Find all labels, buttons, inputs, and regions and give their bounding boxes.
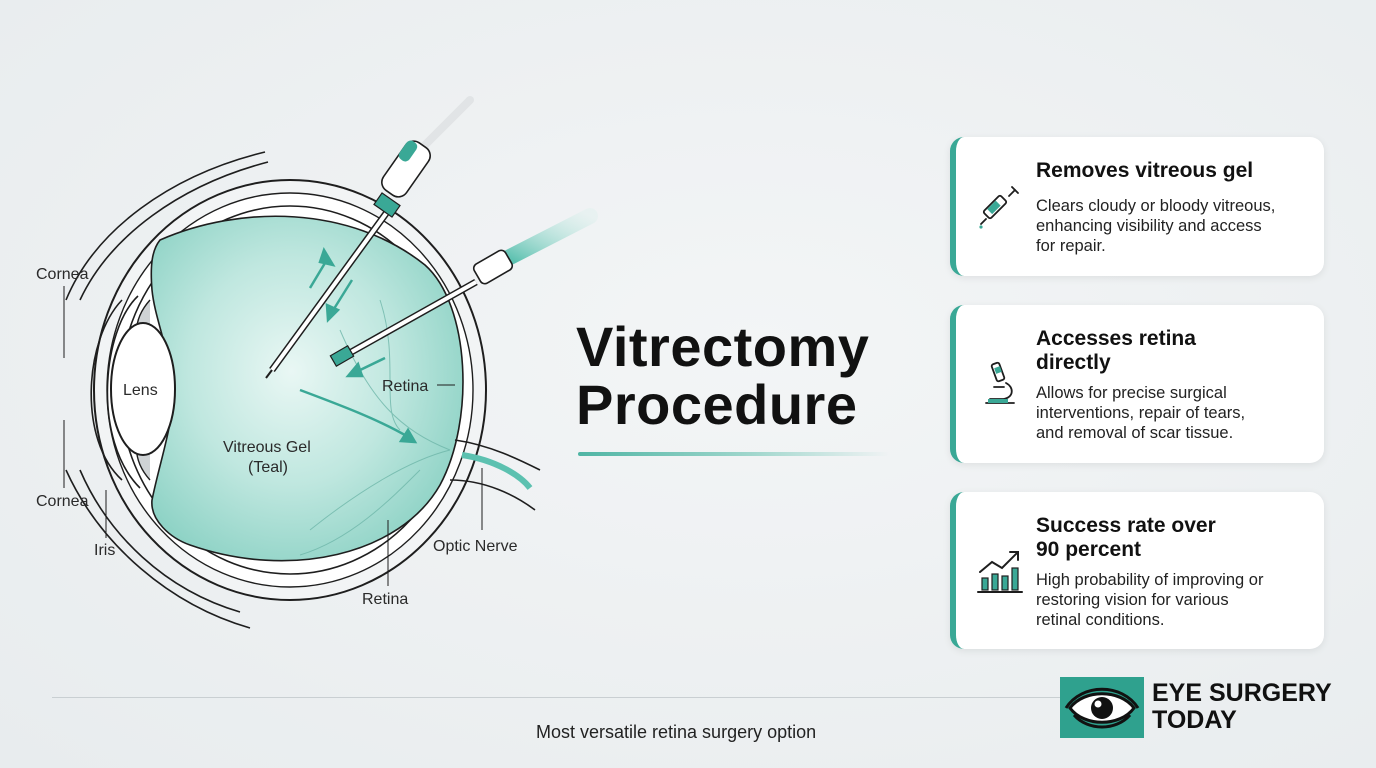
card-body: Clears cloudy or bloody vitreous, enhanc…	[1036, 197, 1276, 255]
card-title: Removes vitreous gel	[1036, 159, 1254, 182]
footer-tagline: Most versatile retina surgery option	[536, 722, 817, 742]
label-retina-right: Retina	[382, 378, 428, 395]
syringe-icon	[979, 186, 1019, 229]
footer-divider	[52, 697, 1062, 698]
title-underline	[578, 452, 890, 456]
page-title: Vitrectomy Procedure	[576, 315, 870, 436]
label-cornea-top: Cornea	[36, 266, 89, 283]
eye-diagram: Cornea Cornea Lens Iris Vitreous Gel (Te…	[36, 96, 598, 629]
card-removes-vitreous-gel: Removes vitreous gel Clears cloudy or bl…	[950, 137, 1324, 276]
flow-arrows	[299, 247, 418, 444]
eye-logo-icon	[1064, 687, 1140, 729]
label-vitreous-teal: (Teal)	[248, 459, 288, 476]
label-iris: Iris	[94, 542, 115, 559]
microscope-icon	[985, 361, 1015, 404]
eyelid-lines	[65, 151, 269, 629]
growth-chart-icon	[977, 551, 1023, 593]
surgical-probe-upper	[265, 96, 474, 379]
card-success-rate: Success rate over 90 percent High probab…	[950, 492, 1324, 649]
label-retina-bottom: Retina	[362, 591, 408, 608]
front-structures	[90, 295, 176, 489]
surgical-probe-right	[329, 208, 598, 368]
label-optic-nerve: Optic Nerve	[433, 538, 518, 555]
card-body: High probability of improving or restori…	[1036, 571, 1264, 629]
card-accesses-retina: Accesses retina directly Allows for prec…	[950, 305, 1324, 463]
lens	[110, 322, 176, 456]
optic-nerve	[449, 439, 541, 511]
label-cornea-bottom: Cornea	[36, 493, 89, 510]
card-body: Allows for precise surgical intervention…	[1036, 384, 1246, 442]
card-title: Success rate over 90 percent	[1036, 514, 1216, 561]
brand-name: EYE SURGERY TODAY	[1152, 679, 1332, 734]
label-lens: Lens	[123, 382, 158, 399]
brand-logo	[1060, 677, 1144, 738]
label-vitreous-gel: Vitreous Gel	[223, 439, 311, 456]
card-title: Accesses retina directly	[1036, 327, 1196, 374]
leader-lines	[63, 286, 483, 586]
